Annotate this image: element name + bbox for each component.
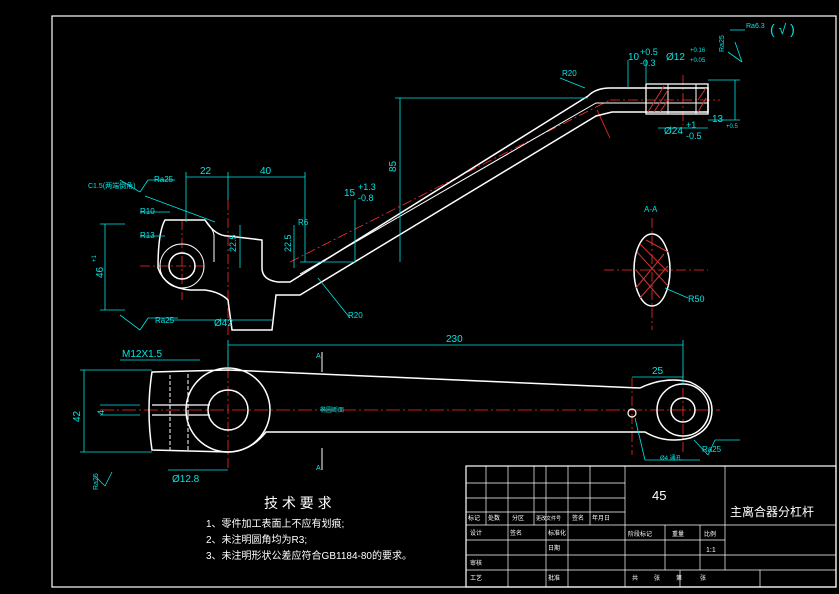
dim-10-tol-lower: -0.3: [640, 58, 656, 68]
ra-left: Ra25: [93, 473, 100, 490]
note-1: 1、零件加工表面上不应有划痕;: [206, 517, 344, 530]
dim-r20-bottom: R20: [348, 311, 363, 320]
dim-r13: R13: [140, 231, 155, 240]
row-label-zone: 分区: [512, 514, 524, 522]
dim-phi12-tol-lower: +0.05: [690, 58, 706, 64]
front-view: 230 M12X1.5 25 42 4 A A 椭圆断面 Ø12.8 Ø4 通孔…: [72, 334, 740, 490]
dim-46-tol: +1: [92, 254, 98, 262]
dim-40: 40: [260, 166, 272, 177]
part-name: 主离合器分杠杆: [730, 504, 814, 519]
drawing-frame: [51, 15, 837, 588]
top-view: 22 40 C1.5(两端倒角) Ra25 R10 R13 R6 22.5 22…: [88, 21, 795, 335]
roughness-symbol: Ra6.3: [746, 23, 765, 30]
material: 45: [652, 488, 666, 503]
dim-phi12: Ø12: [666, 52, 685, 63]
dim-13-tol: +0.5: [726, 124, 739, 130]
sheet-unit-2: 张: [700, 574, 706, 582]
row-label-count: 处数: [488, 514, 500, 522]
section-a-a: A-A R50: [604, 205, 708, 330]
row-label-date: 年月日: [592, 514, 610, 522]
row-label-mark: 标记: [468, 514, 480, 522]
dim-15-tol-lower: -0.8: [358, 193, 374, 203]
roughness-paren: ( √ ): [770, 21, 795, 37]
section-radius: R50: [688, 294, 705, 304]
dim-13: 13: [712, 114, 724, 125]
ra-right: Ra25: [702, 445, 722, 454]
note-3: 3、未注明形状公差应符合GB1184-80的要求。: [206, 549, 412, 562]
dim-22: 22: [200, 166, 212, 177]
dim-22-5-b: 22.5: [283, 234, 293, 252]
dim-r6: R6: [298, 218, 309, 227]
chamfer-ra: Ra25: [154, 175, 174, 184]
process-label: 工艺: [470, 574, 482, 582]
dim-230: 230: [446, 334, 463, 345]
stage-header-scale: 比例: [704, 530, 716, 538]
dim-10: 10: [628, 52, 640, 63]
dim-22-5-a: 22.5: [228, 234, 238, 252]
section-label: A-A: [644, 205, 658, 214]
scale-value: 1:1: [706, 547, 716, 554]
notes-title: 技 术 要 求: [264, 495, 332, 511]
dim-25: 25: [652, 366, 664, 377]
note-2: 2、未注明圆角均为R3;: [206, 533, 307, 546]
dim-42: 42: [72, 410, 83, 422]
dim-r20-top: R20: [562, 69, 577, 78]
dim-15: 15: [344, 188, 356, 199]
dim-phi24-tol-upper: +1: [686, 120, 696, 130]
dim-85: 85: [388, 160, 399, 172]
center-note: 椭圆断面: [320, 406, 344, 414]
dim-phi12-tol-upper: +0.16: [690, 48, 706, 54]
sheet-unit-1: 张: [654, 574, 660, 582]
row-label-sign: 签名: [572, 514, 584, 522]
designer-label: 设计: [470, 529, 482, 537]
standardize-label: 标准化: [548, 529, 566, 537]
dim-15-tol-upper: +1.3: [358, 182, 376, 192]
approve-label: 批准: [548, 574, 560, 582]
dim-phi12-8: Ø12.8: [172, 474, 200, 485]
bottom-ra: Ra25: [155, 316, 175, 325]
row-label-change: 更改文件号: [536, 515, 561, 522]
roughness-side: Ra25: [719, 35, 726, 52]
dim-4: 4: [96, 410, 106, 415]
section-mark-a-bottom: A: [316, 465, 321, 472]
dim-10-tol-upper: +0.5: [640, 47, 658, 57]
reviewer-label: 审核: [470, 559, 482, 567]
dim-phi24-tol-lower: -0.5: [686, 131, 702, 141]
chamfer-note: C1.5(两端倒角): [88, 181, 135, 190]
hole-note: Ø4 通孔: [660, 454, 682, 462]
section-mark-a-top: A: [316, 353, 321, 360]
dim-phi24: Ø24: [664, 126, 683, 137]
thread-spec: M12X1.5: [122, 349, 162, 360]
dim-46: 46: [95, 266, 106, 278]
stage-header-weight: 重量: [672, 530, 684, 538]
sheet-total: 共: [632, 574, 638, 582]
dim-phi42: Ø42: [214, 318, 233, 329]
title-block: 45 主离合器分杠杆 标记 处数 分区 更改文件号 签名 年月日 设计 签名 标…: [465, 465, 837, 588]
stage-header-mark: 阶段标记: [628, 530, 652, 538]
technical-notes: 技 术 要 求 1、零件加工表面上不应有划痕; 2、未注明圆角均为R3; 3、未…: [206, 495, 412, 562]
signature-label: 签名: [510, 529, 522, 537]
sheet-num: 第: [676, 574, 682, 582]
date-label: 日期: [548, 544, 560, 552]
dim-r10: R10: [140, 207, 155, 216]
